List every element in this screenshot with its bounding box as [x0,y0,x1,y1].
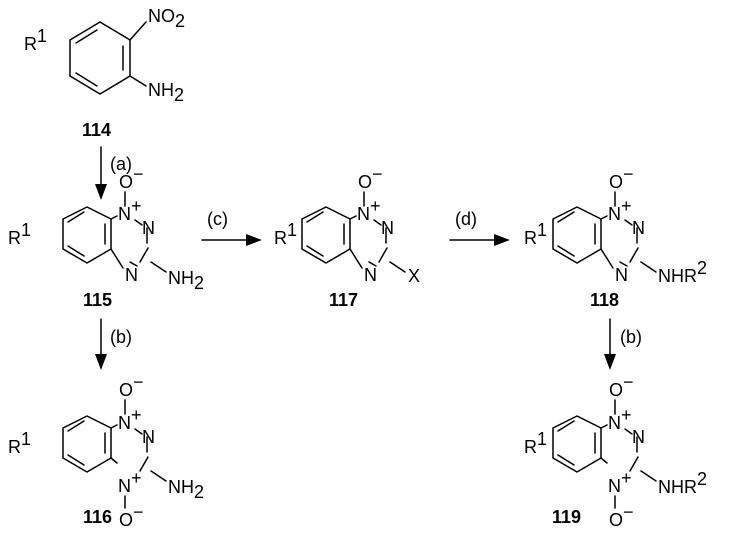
compound-label-114: 114 [82,120,111,140]
r1-label: R1 [524,220,547,248]
x-label: X [408,266,420,286]
n-oxide-o: O− [358,164,383,192]
r1-label: R1 [24,26,47,54]
arrow-b-left: (b) [95,318,132,370]
n-oxide-n-bottom: N+ [118,468,142,496]
amine-label: NH2 [168,268,204,293]
ring-n2: N [632,218,645,238]
ring-n4: N [125,265,138,285]
nitro-label: NO2 [148,6,185,31]
arrow-d: (d) [449,209,510,246]
amine-label: NH2 [148,80,184,105]
compound-label-117: 117 [329,290,358,310]
n-oxide-o: O− [119,164,144,192]
benzene-ring [69,21,131,95]
r1-label: R1 [8,220,31,248]
arrow-a: (a) [95,146,132,200]
ring-n2: N [632,427,645,447]
compound-114: R1 NO2 NH2 114 [24,6,185,140]
ring-n2: N [381,218,394,238]
step-c-label: (c) [207,209,228,229]
n-oxide-o-top: O− [119,372,144,400]
compound-115: N+ O− N N R1 NH2 115 [8,164,204,310]
compound-label-119: 119 [552,507,581,527]
n-oxide-o-bottom: O− [609,502,634,530]
r1-label: R1 [274,220,297,248]
step-b-label: (b) [110,327,132,347]
n-oxide-o-top: O− [609,372,634,400]
r1-label: R1 [8,429,31,457]
ring-n2: N [142,427,155,447]
step-d-label: (d) [455,209,477,229]
n-oxide-n-bottom: N+ [608,468,632,496]
ring-n2: N [142,218,155,238]
nhr2-label: NHR2 [658,469,707,497]
n-oxide-n: N+ [118,196,142,224]
n-oxide-o-bottom: O− [119,502,144,530]
r1-label: R1 [524,429,547,457]
step-b-label: (b) [620,327,642,347]
ring-n4: N [615,265,628,285]
arrow-b-right: (b) [604,318,642,370]
compound-label-115: 115 [83,290,112,310]
compound-label-118: 118 [590,290,619,310]
amine-label: NH2 [168,477,204,502]
n-oxide-o: O− [609,164,634,192]
compound-117: N+ O− N N R1 X 117 [274,164,420,310]
step-a-label: (a) [110,154,132,174]
n-oxide-n: N+ [357,196,381,224]
n-oxide-n: N+ [608,196,632,224]
compound-118: N+ O− N N R1 NHR2 118 [524,164,707,310]
compound-119: N+ O− N N+ O− R1 NHR2 119 [524,372,707,530]
arrow-c: (c) [201,209,262,246]
compound-label-116: 116 [83,507,112,527]
nhr2-label: NHR2 [658,258,707,286]
compound-116: N+ O− N N+ O− R1 NH2 116 [8,372,204,530]
ring-n4: N [364,265,377,285]
n-oxide-n-top: N+ [608,405,632,433]
n-oxide-n-top: N+ [118,405,142,433]
